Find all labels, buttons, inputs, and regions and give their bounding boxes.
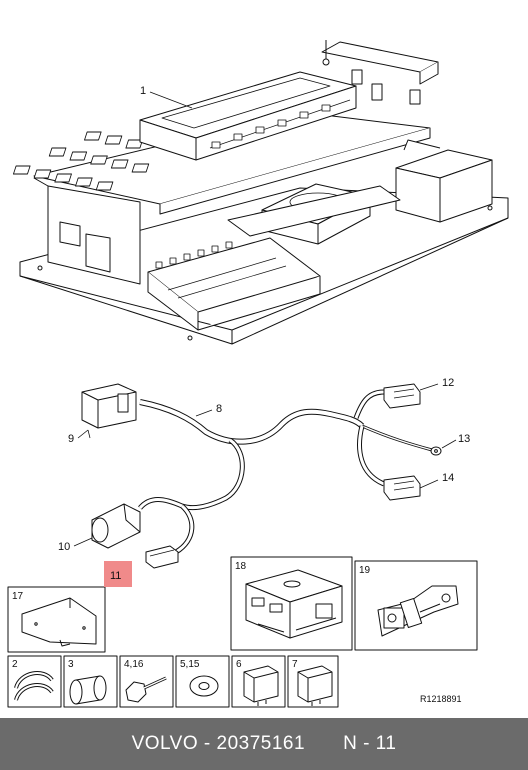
connector-10	[91, 503, 141, 549]
callout-12[interactable]: 12	[442, 377, 454, 389]
rail-bracket	[321, 40, 439, 105]
detail-box-4-16	[119, 655, 174, 708]
connector-9	[81, 383, 137, 439]
callout-14[interactable]: 14	[442, 472, 454, 484]
detail-box-7	[287, 655, 339, 708]
wiring-harness	[138, 389, 433, 555]
detail-box-6	[231, 655, 286, 708]
box-label-2: 2	[12, 659, 18, 670]
box-label-4-16: 4,16	[124, 659, 144, 670]
box-label-3: 3	[68, 659, 74, 670]
callout-10[interactable]: 10	[58, 541, 70, 553]
callout-13[interactable]: 13	[458, 433, 470, 445]
highlight-11	[104, 561, 132, 587]
right-box	[395, 139, 493, 223]
connector-14	[383, 475, 421, 501]
mounting-tray	[12, 111, 431, 215]
box-label-5-15: 5,15	[180, 659, 200, 670]
detail-box-3	[63, 655, 118, 708]
footer-brand-part: VOLVO - 20375161	[131, 733, 306, 754]
box-label-18: 18	[235, 561, 247, 572]
reference-code: R1218891	[420, 694, 462, 704]
detail-box-2	[7, 655, 62, 708]
box-label-7: 7	[292, 659, 298, 670]
callout-11[interactable]: 11	[110, 570, 121, 582]
box-label-17: 17	[12, 591, 24, 602]
detail-box-18	[230, 556, 353, 651]
detail-box-19	[354, 560, 478, 651]
connector-12	[383, 383, 421, 409]
box-label-6: 6	[236, 659, 242, 670]
lower-frame	[147, 185, 401, 331]
detail-box-17	[7, 586, 106, 653]
parts-diagram: 1 8 9 10 11 12 13 14 17 18 19 2 3 4,16 5…	[7, 40, 509, 708]
control-module	[139, 71, 357, 161]
box-label-19: 19	[359, 565, 371, 576]
detail-box-5-15	[175, 655, 230, 708]
footer-bar: VOLVO - 20375161 N - 11	[0, 718, 528, 770]
connector-11	[145, 545, 179, 569]
callout-8[interactable]: 8	[216, 403, 222, 415]
callout-9[interactable]: 9	[68, 433, 74, 445]
footer-page: N - 11	[343, 733, 397, 754]
callout-1[interactable]: 1	[140, 85, 146, 97]
left-bracket	[33, 159, 141, 285]
terminal-13	[430, 446, 442, 456]
